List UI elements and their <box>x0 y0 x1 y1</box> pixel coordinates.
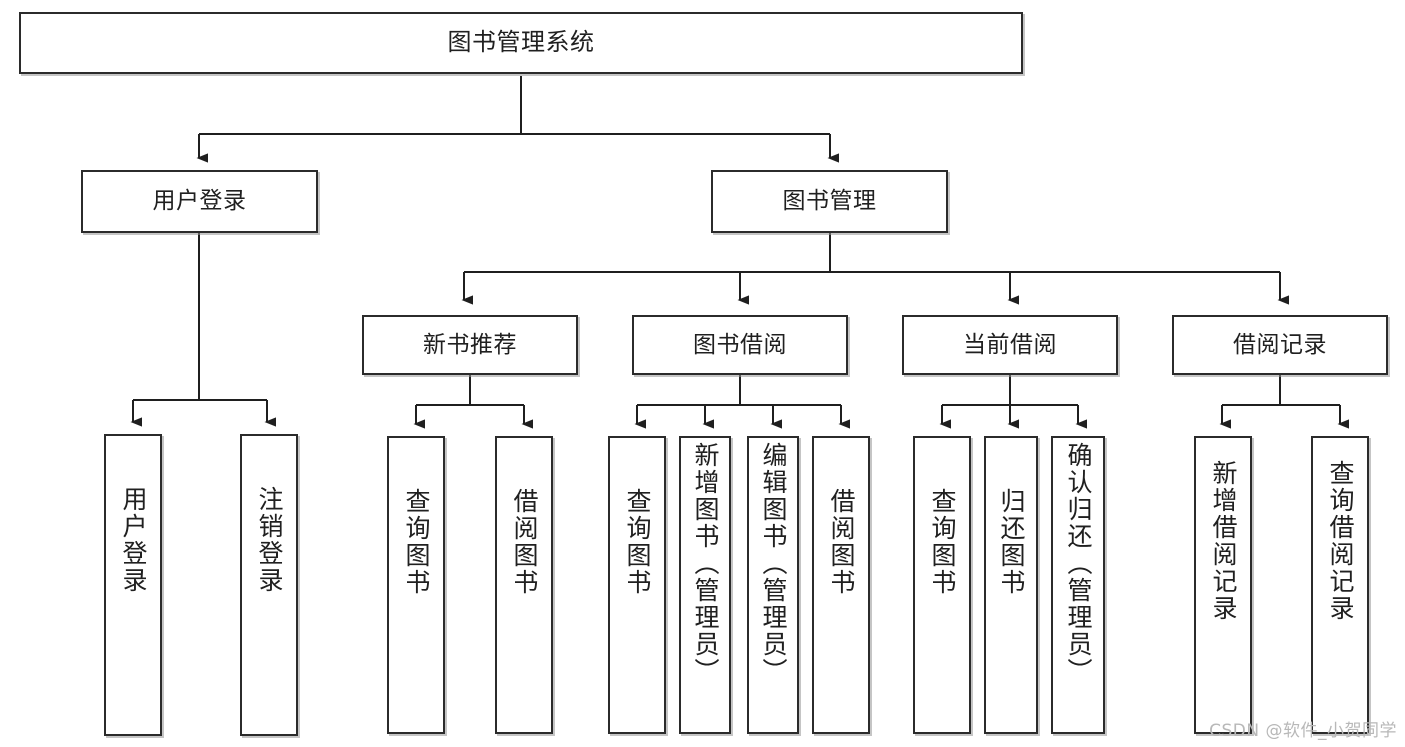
leaf-borrow-book-1[interactable]: 借阅图书 <box>495 436 553 734</box>
leaf-add-book[interactable]: 新增图书（管理员） <box>679 436 731 734</box>
node-label: 编辑图书（管理员） <box>759 442 788 685</box>
leaf-edit-book[interactable]: 编辑图书（管理员） <box>747 436 799 734</box>
node-book-manage[interactable]: 图书管理 <box>711 170 948 233</box>
node-label: 新增图书（管理员） <box>691 442 720 685</box>
node-label: 用户登录 <box>119 486 148 594</box>
node-label: 查询图书 <box>928 488 957 596</box>
node-label: 新增借阅记录 <box>1209 460 1238 622</box>
leaf-query-book-3[interactable]: 查询图书 <box>913 436 971 734</box>
node-label: 借阅记录 <box>1233 331 1327 358</box>
leaf-borrow-book-2[interactable]: 借阅图书 <box>812 436 870 734</box>
leaf-query-record[interactable]: 查询借阅记录 <box>1311 436 1369 734</box>
node-label: 图书管理系统 <box>447 28 595 57</box>
leaf-user-login[interactable]: 用户登录 <box>104 434 162 736</box>
leaf-user-logout[interactable]: 注销登录 <box>240 434 298 736</box>
leaf-confirm-return[interactable]: 确认归还（管理员） <box>1051 436 1105 734</box>
node-label: 查询图书 <box>623 488 652 596</box>
csdn-watermark: CSDN @软件_小贺同学 <box>1209 721 1397 741</box>
node-label: 确认归还（管理员） <box>1064 442 1093 685</box>
node-user-login[interactable]: 用户登录 <box>81 170 318 233</box>
node-label: 借阅图书 <box>510 488 539 596</box>
leaf-query-book-2[interactable]: 查询图书 <box>608 436 666 734</box>
node-borrow-record[interactable]: 借阅记录 <box>1172 315 1388 375</box>
node-label: 用户登录 <box>152 188 247 215</box>
node-label: 注销登录 <box>255 486 284 594</box>
node-label: 查询借阅记录 <box>1326 460 1355 622</box>
node-label: 新书推荐 <box>423 331 517 358</box>
node-new-book-rec[interactable]: 新书推荐 <box>362 315 578 375</box>
leaf-return-book[interactable]: 归还图书 <box>984 436 1038 734</box>
node-label: 图书管理 <box>782 188 877 215</box>
node-book-borrow[interactable]: 图书借阅 <box>632 315 848 375</box>
leaf-add-record[interactable]: 新增借阅记录 <box>1194 436 1252 734</box>
node-root-system[interactable]: 图书管理系统 <box>19 12 1023 74</box>
node-label: 查询图书 <box>402 488 431 596</box>
node-current-borrow[interactable]: 当前借阅 <box>902 315 1118 375</box>
leaf-query-book-1[interactable]: 查询图书 <box>387 436 445 734</box>
node-label: 图书借阅 <box>693 331 787 358</box>
node-label: 借阅图书 <box>827 488 856 596</box>
node-label: 归还图书 <box>997 488 1026 596</box>
node-label: 当前借阅 <box>963 331 1057 358</box>
